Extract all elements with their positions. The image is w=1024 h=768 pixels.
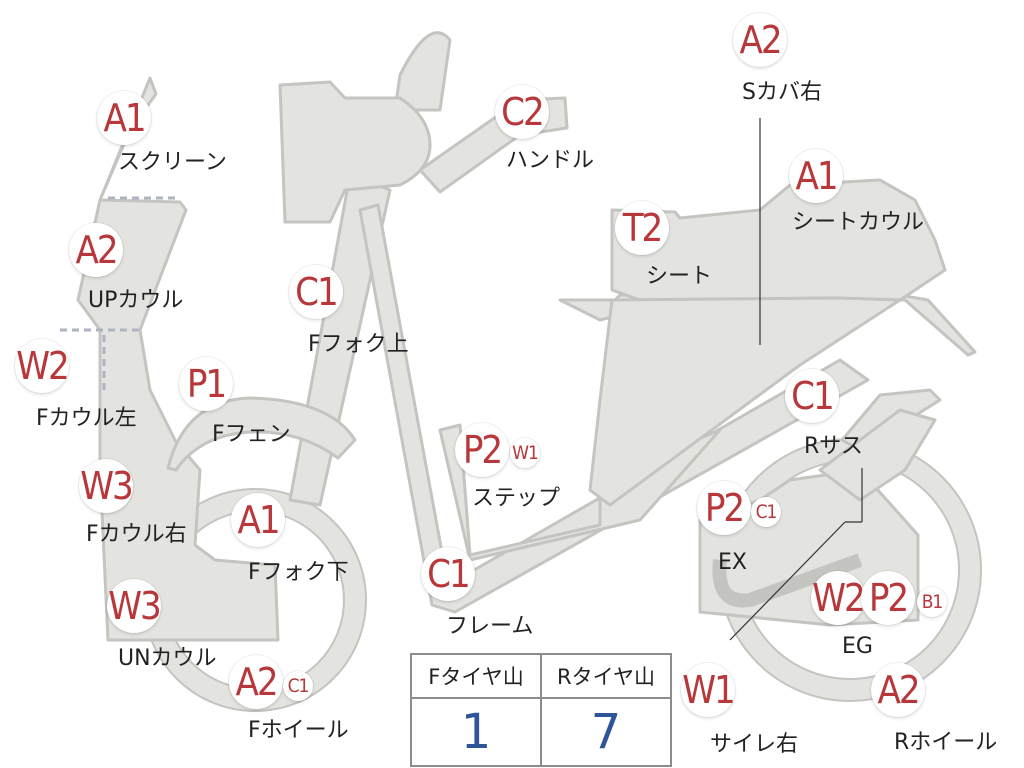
part-code-up-cowl: A2 — [69, 223, 123, 277]
part-code-screen: A1 — [97, 91, 151, 145]
part-code-handle: C2 — [495, 85, 549, 139]
part-code-r-wheel: A2 — [871, 663, 925, 717]
part-label-frame: フレーム — [446, 614, 534, 639]
part-subcode-f-wheel: C1 — [283, 671, 313, 701]
part-subcode-engine: B1 — [917, 587, 947, 617]
part-label-handle: ハンドル — [506, 148, 595, 173]
part-label-f-cowl-right: Fカウル右 — [86, 522, 187, 547]
part-label-f-fork-lower: Fフォク下 — [248, 560, 349, 585]
part-subcode-exhaust: C1 — [751, 497, 781, 527]
part-label-f-fork-upper: Fフォク上 — [308, 332, 409, 357]
headlight-shape — [278, 80, 432, 224]
part-label-screen: スクリーン — [118, 150, 227, 175]
part-subcode-step: W1 — [510, 438, 540, 468]
table-header-rear-tire: Rタイヤ山 — [540, 653, 672, 699]
part-code-frame: C1 — [421, 547, 475, 601]
part-code-f-cowl-right: W3 — [79, 459, 134, 513]
part-label-engine: EG — [842, 634, 873, 659]
table-row: 1 7 — [410, 697, 672, 767]
rear-tire-value: 7 — [540, 697, 672, 767]
part-label-step: ステップ — [472, 486, 561, 511]
part-label-r-suspension: Rサス — [804, 434, 863, 459]
table-header-front-tire: Fタイヤ山 — [410, 653, 542, 699]
side-cover-shape — [588, 296, 902, 507]
part-code-engine-left: W2 — [811, 571, 866, 625]
part-code-under-cowl: W3 — [107, 579, 162, 633]
part-label-seat-cowl: シートカウル — [792, 210, 925, 235]
part-code-f-cowl-left: W2 — [15, 339, 70, 393]
part-code-engine: P2 — [861, 571, 915, 625]
part-code-exhaust: P2 — [697, 481, 751, 535]
tire-tread-table: Fタイヤ山 Rタイヤ山 1 7 — [410, 653, 672, 767]
frame-shape — [358, 203, 870, 614]
part-code-seat: T2 — [615, 201, 669, 255]
part-label-under-cowl: UNカウル — [118, 646, 217, 671]
table-header-row: Fタイヤ山 Rタイヤ山 — [410, 653, 672, 699]
front-tire-value: 1 — [410, 697, 542, 767]
part-label-up-cowl: UPカウル — [88, 288, 184, 313]
part-code-step: P2 — [455, 423, 509, 477]
part-code-f-fork-upper: C1 — [289, 265, 343, 319]
part-code-silencer-right: W1 — [681, 663, 736, 717]
part-code-f-fork-lower: A1 — [231, 493, 285, 547]
part-label-f-cowl-left: Fカウル左 — [36, 406, 137, 431]
part-label-exhaust: EX — [718, 550, 747, 575]
part-label-f-wheel: Fホイール — [248, 718, 349, 743]
exhaust-shape — [712, 553, 863, 608]
part-label-silencer-right: サイレ右 — [710, 732, 799, 757]
part-label-seat: シート — [646, 264, 713, 289]
part-label-side-cover-right: Sカバ右 — [742, 80, 822, 105]
part-code-side-cover-right: A2 — [733, 13, 787, 67]
part-label-f-fender: Fフェン — [212, 422, 291, 447]
part-label-r-wheel: Rホイール — [894, 730, 998, 755]
part-code-f-wheel: A2 — [229, 655, 283, 709]
part-code-seat-cowl: A1 — [789, 149, 843, 203]
part-code-r-suspension: C1 — [785, 369, 839, 423]
part-code-f-fender: P1 — [179, 357, 233, 411]
